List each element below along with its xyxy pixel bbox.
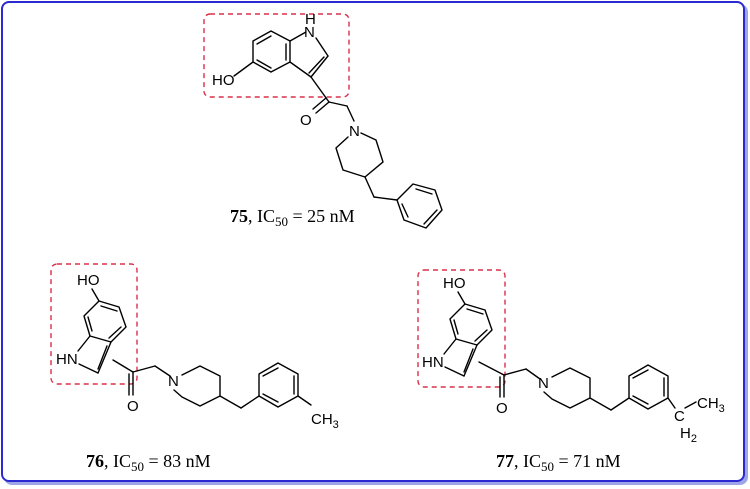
atom-h2-77: H2 [680, 425, 697, 445]
atom-n-75: N [304, 24, 315, 41]
atom-n-pip-75: N [349, 123, 360, 140]
atom-ho-75: HO [212, 72, 235, 89]
atom-o-75: O [300, 112, 312, 129]
piperidine-76 [173, 365, 260, 409]
caption-76: 76, IC50 = 83 nM [86, 451, 211, 474]
compound-75: N H HO O N 75, IC50 = 25 nM [203, 11, 443, 229]
atom-o-76: O [127, 398, 139, 415]
figure-frame [1, 1, 745, 482]
indole-ring-77 [443, 291, 493, 377]
atom-ch3-77: CH3 [697, 395, 725, 415]
atom-ho-76: HO [77, 272, 100, 289]
highlight-box-76 [50, 263, 138, 385]
atom-ho-77: HO [443, 275, 466, 292]
compound-76: HO HN [50, 263, 339, 474]
atom-h-75: H [305, 11, 316, 28]
atom-c-77: C [674, 408, 685, 425]
indole-ring-75 [233, 30, 329, 78]
compound-77: HO HN O N [417, 269, 725, 474]
highlight-box-77 [417, 269, 506, 388]
caption-77: 77, IC50 = 71 nM [496, 451, 621, 474]
atom-ch3-76: CH3 [311, 411, 339, 431]
indole-ring-76 [77, 288, 127, 374]
atom-n-pip-76: N [168, 373, 179, 390]
atom-o-77: O [496, 400, 508, 417]
atom-n-pip-77: N [538, 375, 549, 392]
piperidine-77 [543, 367, 630, 411]
phenyl-75 [396, 183, 443, 229]
caption-75: 75, IC50 = 25 nM [230, 206, 355, 229]
atom-hn-76: HN [56, 351, 78, 368]
highlight-box-75 [203, 13, 350, 98]
piperidine-75 [335, 132, 398, 201]
phenyl-77 [628, 364, 697, 410]
atom-hn-77: HN [422, 354, 444, 371]
phenyl-76 [258, 362, 312, 408]
